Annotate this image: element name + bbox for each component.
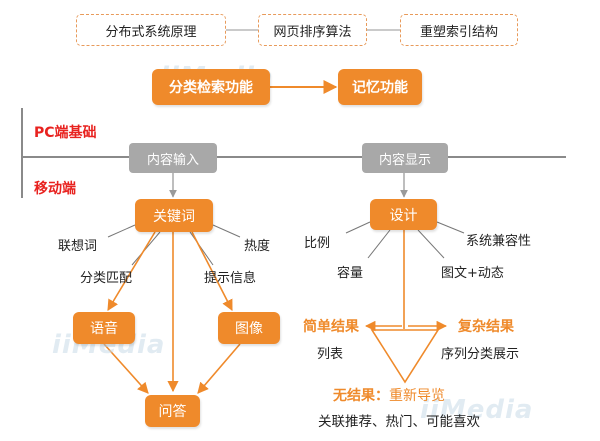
spoke-rich xyxy=(417,229,445,259)
box-design-label: 设计 xyxy=(389,207,418,224)
box-voice: 语音 xyxy=(73,312,135,344)
box-page-ranking: 网页排序算法 xyxy=(258,14,367,46)
watermark-text-right: iiMedia xyxy=(420,395,534,425)
box-image-label: 图像 xyxy=(235,321,263,337)
keyword-to-voice xyxy=(107,231,156,311)
spoke-compat xyxy=(436,221,465,234)
box-content-input-label: 内容输入 xyxy=(146,152,199,168)
label-simple-result: 简单结果 xyxy=(303,319,359,335)
label-hint-info: 提示信息 xyxy=(204,271,257,286)
label-pc-base: PC端基础 xyxy=(34,125,97,141)
label-ratio: 比例 xyxy=(304,236,331,251)
spoke-heat xyxy=(212,224,241,238)
label-sequence-display: 序列分类展示 xyxy=(441,347,520,362)
box-keyword-label: 关键词 xyxy=(153,208,195,225)
label-mobile: 移动端 xyxy=(34,181,76,197)
label-heat: 热度 xyxy=(244,239,271,254)
label-no-result-key: 无结果： xyxy=(333,388,389,404)
box-voice-label: 语音 xyxy=(90,321,118,337)
box-classify-search: 分类检索功能 xyxy=(152,69,270,105)
box-content-display: 内容显示 xyxy=(362,143,448,173)
label-list: 列表 xyxy=(317,347,344,362)
label-complex-result: 复杂结果 xyxy=(458,319,514,335)
label-capacity: 容量 xyxy=(337,266,364,281)
spoke-hint xyxy=(189,231,214,266)
label-rich-media: 图文+动态 xyxy=(441,266,504,281)
label-recommendations: 关联推荐、热门、可能喜欢 xyxy=(318,414,480,430)
box-design: 设计 xyxy=(370,199,437,230)
label-compatibility: 系统兼容性 xyxy=(466,234,532,249)
label-category-match: 分类匹配 xyxy=(80,271,133,286)
box-index-structure-label: 重塑索引结构 xyxy=(419,24,498,40)
box-keyword: 关键词 xyxy=(135,199,213,232)
image-to-qa xyxy=(197,343,241,394)
box-content-display-label: 内容显示 xyxy=(378,152,431,168)
spoke-related xyxy=(107,224,136,238)
box-content-input: 内容输入 xyxy=(129,143,217,173)
box-distributed-systems: 分布式系统原理 xyxy=(76,14,226,46)
box-memory-label: 记忆功能 xyxy=(352,80,408,96)
box-page-ranking-label: 网页排序算法 xyxy=(273,24,352,40)
box-classify-search-label: 分类检索功能 xyxy=(169,80,253,96)
box-index-structure: 重塑索引结构 xyxy=(400,14,518,46)
spoke-category xyxy=(131,231,161,266)
voice-to-qa xyxy=(103,343,149,394)
spoke-ratio xyxy=(345,221,371,234)
watermark-right: iiMedia xyxy=(420,395,533,425)
result-funnel xyxy=(370,329,440,384)
label-no-result: 无结果：重新导览 xyxy=(333,385,445,405)
spoke-capacity xyxy=(367,229,391,259)
box-memory: 记忆功能 xyxy=(338,69,422,105)
label-related-words: 联想词 xyxy=(58,239,98,254)
box-qa: 问答 xyxy=(145,395,200,427)
label-no-result-value: 重新导览 xyxy=(389,388,445,404)
box-qa-label: 问答 xyxy=(158,404,187,420)
box-distributed-systems-label: 分布式系统原理 xyxy=(105,24,197,40)
keyword-to-image xyxy=(191,231,233,311)
box-image: 图像 xyxy=(218,312,280,344)
